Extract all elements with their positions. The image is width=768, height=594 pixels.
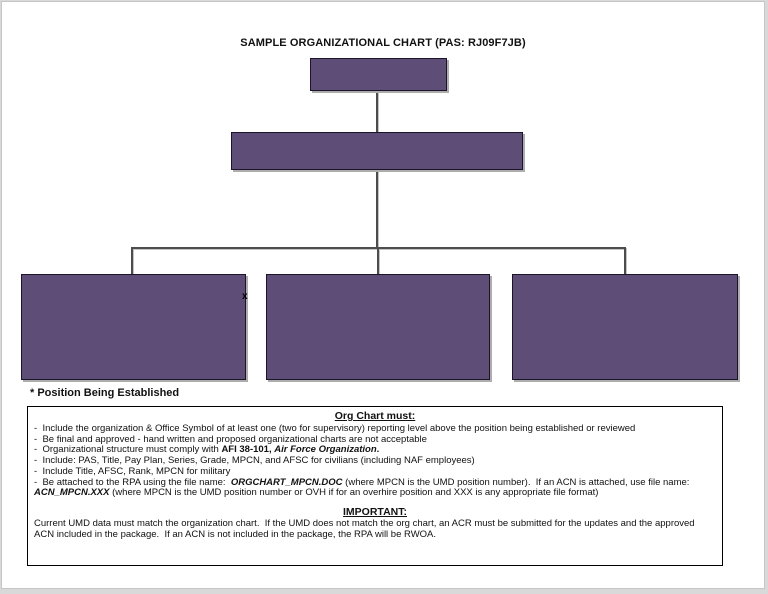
bullet-dash: - <box>34 423 43 434</box>
requirement-text: Include the organization & Office Symbol… <box>42 423 636 434</box>
bullet-dash: - <box>34 455 43 467</box>
org-chart-must-heading: Org Chart must: <box>334 410 416 422</box>
bullet-dash: - <box>34 465 43 477</box>
connector-branch-left <box>131 248 133 274</box>
requirement-text: Organizational structure must comply wit… <box>42 444 380 456</box>
requirement-text: ACN_MPCN.XXX (where MPCN is the UMD posi… <box>34 487 599 499</box>
org-node-bottom-1 <box>21 274 246 380</box>
connector-mid-to-branch <box>376 170 378 248</box>
stray-x-text: x <box>242 291 248 302</box>
requirement-text: Include Title, AFSC, Rank, MPCN for mili… <box>42 465 231 477</box>
org-node-top <box>310 58 447 91</box>
bullet-dash: - <box>34 476 43 488</box>
requirement-line: - Organizational structure must comply w… <box>34 445 716 456</box>
org-node-bottom-3 <box>512 274 738 380</box>
org-node-middle <box>231 132 523 170</box>
requirement-line: - Include the organization & Office Symb… <box>34 423 716 435</box>
requirement-line: - Be final and approved - hand written a… <box>34 433 716 446</box>
org-chart-requirements-box: Org Chart must: - Include the organizati… <box>27 406 723 566</box>
important-text: Current UMD data must match the organiza… <box>34 517 697 540</box>
requirement-line: - Be attached to the RPA using the file … <box>34 476 716 489</box>
requirement-text: Include: PAS, Title, Pay Plan, Series, G… <box>42 455 475 467</box>
requirement-line: - Include: PAS, Title, Pay Plan, Series,… <box>34 455 716 467</box>
bullet-dash: - <box>34 444 43 456</box>
connector-branch-center <box>377 248 379 274</box>
requirement-text: Be final and approved - hand written and… <box>42 433 427 445</box>
org-node-bottom-2 <box>266 274 490 380</box>
requirement-line: ACN_MPCN.XXX (where MPCN is the UMD posi… <box>34 487 716 499</box>
requirement-line: - Include Title, AFSC, Rank, MPCN for mi… <box>34 465 716 478</box>
bullet-dash: - <box>34 433 43 445</box>
connector-branch-right <box>624 248 626 274</box>
connector-top-to-mid <box>376 91 378 132</box>
page-title: SAMPLE ORGANIZATIONAL CHART (PAS: RJ09F7… <box>240 37 526 49</box>
important-heading: IMPORTANT: <box>343 505 407 518</box>
requirement-text: Be attached to the RPA using the file na… <box>42 476 690 488</box>
position-being-established-note: * Position Being Established <box>30 387 180 399</box>
